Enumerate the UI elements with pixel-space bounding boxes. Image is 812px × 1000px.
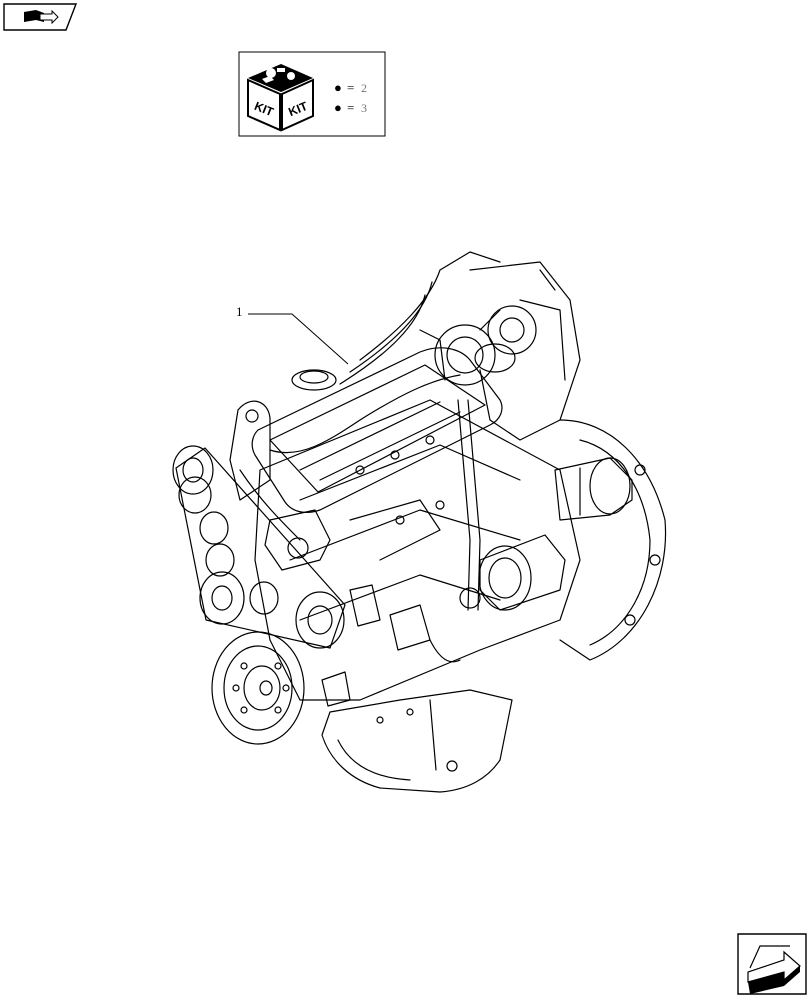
kit-value: 3 [361,101,367,115]
back-nav-button[interactable] [3,3,78,31]
kit-legend-row-2: ● = 3 [334,100,367,115]
callout-label: 1 [236,304,243,319]
kit-legend-row-1: ● = 2 [334,80,367,95]
book-arrow-icon [24,9,59,25]
bullet: ● [334,80,342,95]
kit-legend: KIT KIT ● = 2 ● = 3 [238,51,386,137]
callout-1[interactable]: 1 [236,304,349,365]
kit-label-right: KIT [286,99,310,119]
kit-label-left: KIT [252,99,276,119]
equals-sign: = [347,80,354,95]
bullet: ● [334,100,342,115]
next-page-button[interactable] [737,933,807,995]
kit-box-icon: KIT KIT [247,64,314,132]
page-forward-arrow-icon [747,945,801,994]
engine-assembly-illustration [172,251,667,793]
equals-sign: = [347,100,354,115]
kit-value: 2 [361,81,367,95]
